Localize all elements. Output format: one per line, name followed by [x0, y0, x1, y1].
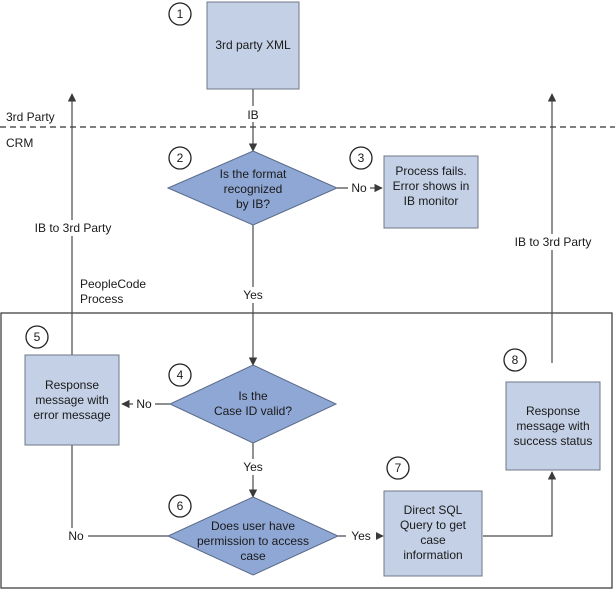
peoplecode-label-line-2: Process — [80, 292, 123, 306]
node-7-number: 7 — [395, 461, 402, 475]
node-3-badge — [349, 146, 373, 170]
node-6-diamond — [166, 496, 340, 576]
edge-label-bg — [508, 234, 598, 250]
node-7-text-line-2: Query to get — [400, 518, 467, 532]
node-1-number: 1 — [177, 7, 184, 21]
node-5-number: 5 — [34, 330, 41, 344]
zone-label-third-party: 3rd Party — [6, 110, 55, 124]
edge-label-yes: Yes — [243, 288, 263, 302]
edge-label-no: No — [351, 181, 367, 195]
node-5-text-line-2: message with — [35, 393, 108, 407]
node-1-badge — [168, 2, 192, 26]
node-3-number: 3 — [358, 151, 365, 165]
node-2-text-line-1: Is the format — [220, 167, 287, 181]
zone-label-crm: CRM — [6, 136, 33, 150]
node-6-text-line-3: case — [240, 549, 266, 563]
edge-7-to-8 — [483, 471, 557, 537]
node-8-number: 8 — [512, 353, 519, 367]
node-2-text-line-2: recognized — [224, 182, 283, 196]
node-3-text-line-2: Error shows in — [393, 179, 470, 193]
edge-label-bg — [346, 528, 376, 544]
node-1-box — [206, 1, 300, 90]
node-6-badge — [168, 494, 192, 518]
node-2-diamond — [166, 150, 339, 226]
node-8-text-line-3: success status — [514, 434, 593, 448]
edge-label-bg — [133, 396, 155, 412]
node-5-text-line-3: error message — [33, 408, 111, 422]
node-8-box — [505, 381, 601, 471]
node-7-text-line-3: case — [420, 533, 446, 547]
node-4-diamond — [168, 364, 338, 444]
node-4-text-line-2: Case ID valid? — [214, 404, 292, 418]
node-7-box — [383, 490, 483, 577]
edge-label-bg — [64, 528, 88, 544]
edge-label-bg — [348, 180, 370, 196]
node-3-box — [383, 155, 479, 229]
peoplecode-label-line-1: PeopleCode — [80, 277, 146, 291]
node-8-text-line-2: message with — [516, 419, 589, 433]
node-7-text-line-4: information — [403, 548, 462, 562]
node-1-text: 3rd party XML — [215, 38, 291, 52]
node-8-badge — [503, 348, 527, 372]
node-4-number: 4 — [177, 368, 184, 382]
edge-label-yes: Yes — [243, 460, 263, 474]
edge-label-bg — [30, 220, 116, 236]
edge-label-bg — [238, 459, 268, 475]
edge-label-ib: IB — [247, 108, 258, 122]
node-6-text-line-2: permission to access — [197, 534, 309, 548]
node-4-badge — [168, 363, 192, 387]
edge-label-bg — [238, 287, 268, 303]
node-2-text-line-3: by IB? — [236, 197, 270, 211]
node-2-number: 2 — [177, 151, 184, 165]
node-7-badge — [386, 456, 410, 480]
node-6-text-line-1: Does user have — [211, 519, 295, 533]
node-5-text-line-1: Response — [45, 378, 99, 392]
node-5-badge — [25, 325, 49, 349]
node-2-badge — [168, 146, 192, 170]
node-3-text-line-1: Process fails. — [395, 164, 466, 178]
edge-label-ib-to-3rd-party: IB to 3rd Party — [35, 221, 112, 235]
crm-process-frame — [0, 312, 613, 589]
node-7-text-line-1: Direct SQL — [404, 503, 463, 517]
node-6-number: 6 — [177, 499, 184, 513]
edge-label-yes: Yes — [351, 529, 371, 543]
edge-label-no: No — [68, 529, 84, 543]
edge-label-no: No — [136, 397, 152, 411]
edge-label-bg — [244, 106, 262, 122]
node-5-box — [24, 354, 120, 446]
node-8-text-line-1: Response — [526, 404, 580, 418]
node-4-text-line-1: Is the — [238, 389, 268, 403]
edge-label-ib-to-3rd-party: IB to 3rd Party — [515, 235, 592, 249]
node-3-text-line-3: IB monitor — [404, 194, 459, 208]
